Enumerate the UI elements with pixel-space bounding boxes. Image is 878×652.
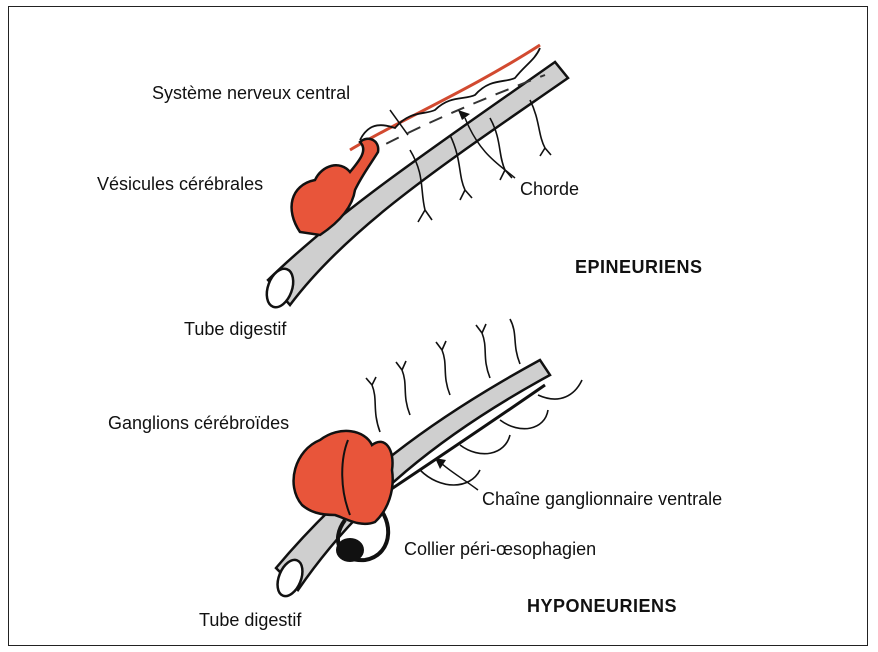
label-collier-peri-oesophagien: Collier péri-œsophagien [404, 540, 596, 558]
label-chorde: Chorde [520, 180, 579, 198]
label-tube-digestif-top: Tube digestif [184, 320, 286, 338]
title-hyponeuriens: HYPONEURIENS [527, 597, 677, 615]
label-tube-digestif-bottom: Tube digestif [199, 611, 301, 629]
label-systeme-nerveux-central: Système nerveux central [152, 84, 350, 102]
label-vesicules-cerebrales: Vésicules cérébrales [97, 175, 263, 193]
hypo-subesophageal-ganglion [336, 538, 364, 562]
label-chaine-ganglionnaire: Chaîne ganglionnaire ventrale [482, 490, 722, 508]
title-epineuriens: EPINEURIENS [575, 258, 703, 276]
label-ganglions-cerebroides: Ganglions cérébroïdes [108, 414, 289, 432]
